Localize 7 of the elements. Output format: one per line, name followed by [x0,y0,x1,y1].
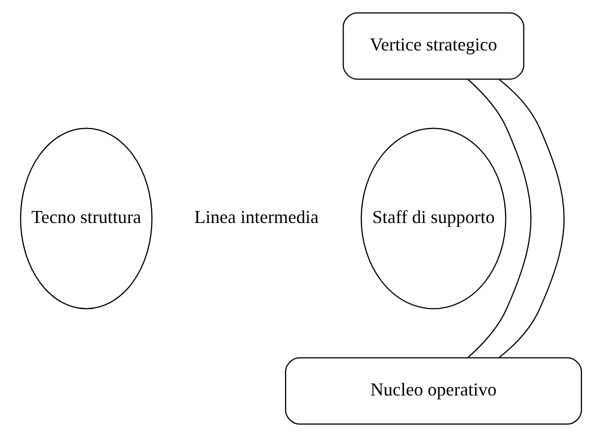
label: Linea intermedia [194,206,318,227]
node-box: Nucleo operativo [284,357,582,425]
node-ellipse: Tecno struttura [20,128,152,310]
node-ellipse: Staff di supporto [360,128,506,310]
connector [498,79,564,358]
connector [467,79,531,358]
node-box: Vertice strategico [342,12,524,80]
